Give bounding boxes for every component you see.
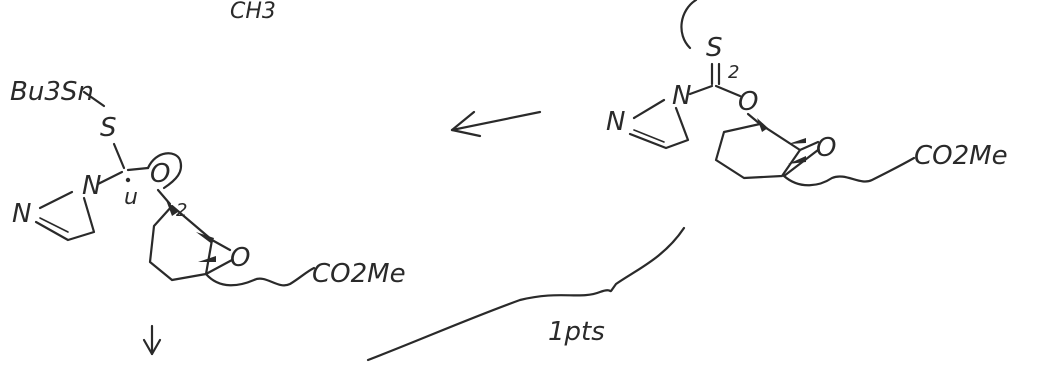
reactant-imidazole-ring [628, 98, 690, 150]
product-o-ring-bond [156, 188, 172, 206]
product-epoxide [204, 238, 234, 276]
points-annotation: 1pts [366, 226, 686, 362]
points-label: 1pts [548, 317, 605, 347]
radical-dot [125, 177, 131, 183]
product-locant: 2 [176, 200, 187, 221]
product-imidazole-ring [34, 190, 96, 242]
reactant-locant: 2 [728, 62, 739, 83]
product-imidazole-n1: N [82, 171, 101, 201]
product-structure: Bu3Sn S u O 2 N N O CO2Me [10, 77, 406, 289]
stannyl-group: Bu3Sn [10, 77, 94, 107]
product-ether-oxygen: O [150, 159, 170, 189]
sn-s-bond [82, 90, 106, 108]
arrow-head [450, 110, 482, 138]
product-imidazole-double [39, 217, 69, 233]
reactant-cyclohexane [714, 122, 802, 180]
reactant-structure: S 2 O N N O CO2Me [606, 0, 1008, 187]
reactant-ether-oxygen: O [738, 87, 758, 117]
reactant-curly-arrow [680, 0, 698, 50]
reactant-cn-bond [688, 84, 714, 96]
product-sulfur: S [100, 113, 117, 143]
down-arrow-head [142, 338, 162, 356]
reactant-imidazole-n2: N [606, 107, 625, 137]
reactant-o-ring-bond [746, 112, 762, 126]
product-side-chain [204, 266, 316, 287]
product-sc-bond [112, 142, 126, 170]
reactant-imidazole-double [633, 129, 665, 143]
product-dot-label: u [124, 185, 138, 210]
reactant-co-bond [714, 84, 742, 98]
reactant-epoxide [782, 140, 820, 178]
product-co-bond [126, 166, 150, 172]
product-epoxide-oxygen: O [230, 243, 250, 273]
reactant-side-chain [782, 156, 916, 187]
reaction-arrow [450, 110, 542, 138]
product-cn-bond [96, 170, 124, 186]
brace-curve [366, 226, 686, 362]
reactant-epoxide-oxygen: O [816, 133, 836, 163]
product-curly-arrow [146, 152, 183, 190]
reactant-wedge-2 [788, 138, 806, 144]
arrow-shaft [450, 110, 542, 132]
product-wedge-2 [196, 232, 214, 244]
reactant-ester: CO2Me [914, 141, 1008, 171]
product-imidazole-n2: N [12, 199, 31, 229]
reactant-wedge-3 [788, 156, 806, 164]
reactant-sulfur: S [706, 33, 723, 63]
down-arrow [142, 324, 162, 356]
reactant-imidazole-n1: N [672, 81, 691, 111]
product-ester: CO2Me [312, 259, 406, 289]
product-wedge-1 [166, 200, 178, 216]
product-wedge-3 [198, 256, 216, 262]
top-fragment-label: CH3 [230, 0, 276, 24]
